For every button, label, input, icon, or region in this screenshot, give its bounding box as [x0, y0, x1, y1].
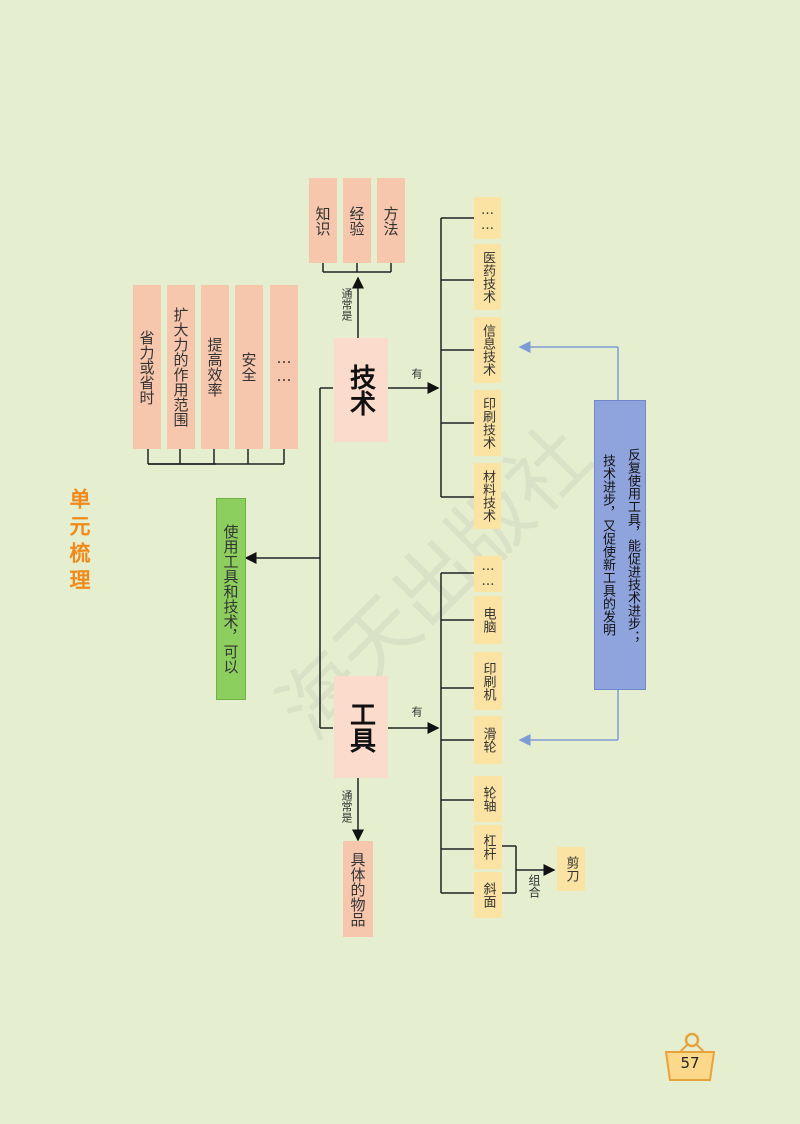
tool-item: 滑轮 — [474, 716, 502, 764]
benefit-item: 安全 — [235, 285, 263, 449]
tool-item: …… — [474, 556, 502, 592]
tech-usually-item: 经验 — [343, 178, 371, 263]
combine-label: 组合 — [527, 874, 541, 898]
tech-item: …… — [474, 197, 501, 239]
tech-usually-label: 通常是 — [340, 288, 353, 321]
tech-usually-item: 方法 — [377, 178, 405, 263]
feedback-line: 反复使用工具，能促进技术进步； — [625, 447, 640, 643]
tool-item: 斜面 — [474, 872, 502, 918]
tool-item: 杠杆 — [474, 825, 502, 869]
tools-usually-item: 具体的物品 — [343, 841, 373, 937]
tools-usually-label: 通常是 — [340, 790, 353, 823]
feedback-box: 反复使用工具，能促进技术进步； 技术进步，又促使新工具的发明 — [594, 400, 646, 690]
tech-item: 医药技术 — [474, 244, 501, 310]
tech-item: 信息技术 — [474, 317, 501, 383]
tool-item: 轮轴 — [474, 776, 502, 822]
tech-has-label: 有 — [410, 368, 423, 379]
benefit-item: …… — [270, 285, 298, 449]
tools-node: 工具 — [334, 676, 388, 778]
tool-item: 印刷机 — [474, 652, 502, 710]
tech-node: 技术 — [334, 338, 388, 442]
tech-item: 印刷技术 — [474, 390, 501, 456]
combine-result: 剪刀 — [557, 847, 585, 891]
page-title: 单元梳理 — [67, 488, 91, 596]
tools-has-label: 有 — [410, 706, 423, 717]
benefit-item: 扩大力的作用范围 — [167, 285, 195, 449]
tool-item: 电脑 — [474, 596, 502, 644]
feedback-line: 技术进步，又促使新工具的发明 — [600, 454, 615, 636]
tech-item: 材料技术 — [474, 463, 501, 529]
page-badge-icon — [664, 1032, 716, 1081]
page-number: 57 — [680, 1054, 700, 1072]
benefit-item: 省力或省时 — [133, 285, 161, 449]
root-node: 使用工具和技术，可以 — [216, 498, 246, 700]
tech-usually-item: 知识 — [309, 178, 337, 263]
benefit-item: 提高效率 — [201, 285, 229, 449]
